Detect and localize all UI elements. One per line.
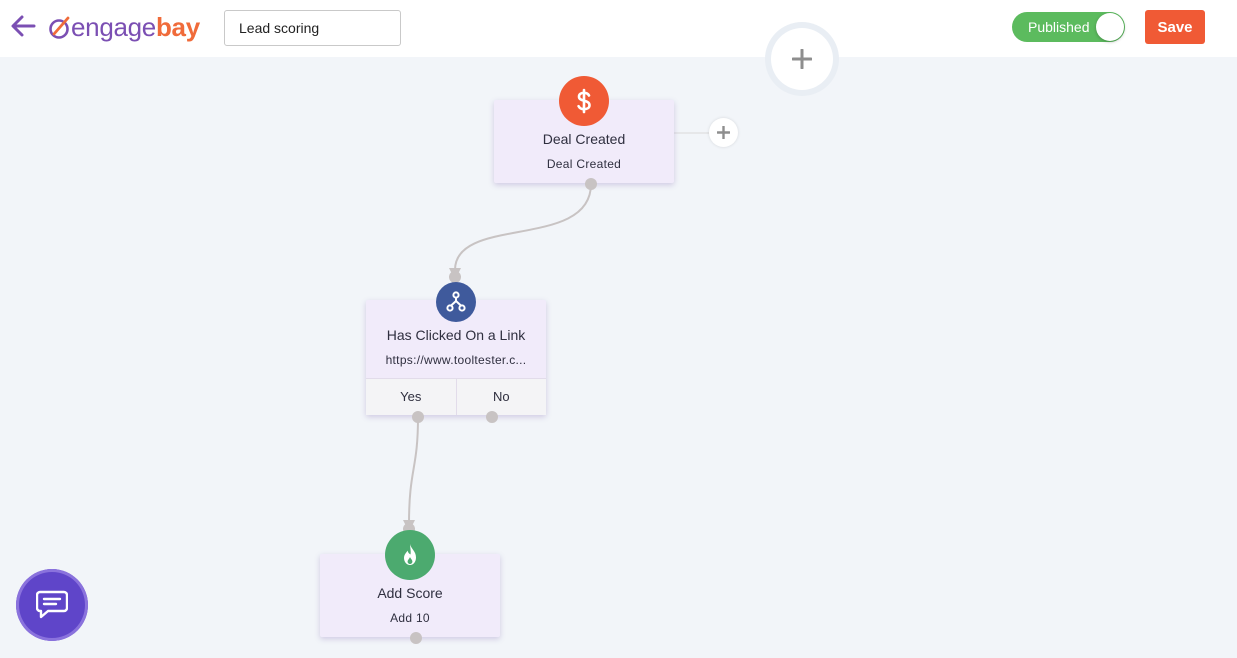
logo-text-engage: engage [71,12,156,42]
workflow-name-input[interactable] [224,10,401,46]
connector-yes-to-score [408,416,419,525]
chat-icon [36,590,68,619]
arrow-left-icon[interactable] [10,14,36,38]
add-parallel-button[interactable] [709,118,738,147]
published-toggle[interactable]: Published [1012,12,1125,42]
branch-yes-output-port[interactable] [412,411,424,423]
branch-no[interactable]: No [456,379,546,415]
logo-text-bay: bay [155,12,200,42]
node-title: Deal Created [542,131,626,147]
published-toggle-label: Published [1028,19,1090,35]
node-title: Has Clicked On a Link [386,327,526,343]
dollar-icon [559,76,609,126]
plus-icon [792,49,812,69]
chat-widget-button[interactable] [16,569,88,641]
save-button[interactable]: Save [1145,10,1205,44]
branch-yes[interactable]: Yes [366,379,457,415]
top-bar: engagebay Published Save [0,0,1237,57]
condition-branches: Yes No [366,378,546,415]
connector-deal-to-condition [454,183,592,271]
engagebay-logo: engagebay [48,10,200,44]
logo-mark-icon [49,16,70,39]
plus-icon [717,126,730,139]
node-add-score-output-port[interactable] [410,632,422,644]
node-title: Add Score [377,585,443,601]
node-deal-created-output-port[interactable] [585,178,597,190]
add-trigger-circle [771,28,833,90]
branch-icon [436,282,476,322]
logo-text: engagebay [71,10,200,44]
toggle-knob [1096,13,1124,41]
add-trigger-button[interactable] [765,22,839,96]
node-condition-input-port[interactable] [449,271,461,283]
branch-no-output-port[interactable] [486,411,498,423]
node-subtitle: https://www.tooltester.c... [385,353,527,367]
node-subtitle: Deal Created [546,157,622,171]
node-subtitle: Add 10 [390,611,430,625]
flame-icon [385,530,435,580]
